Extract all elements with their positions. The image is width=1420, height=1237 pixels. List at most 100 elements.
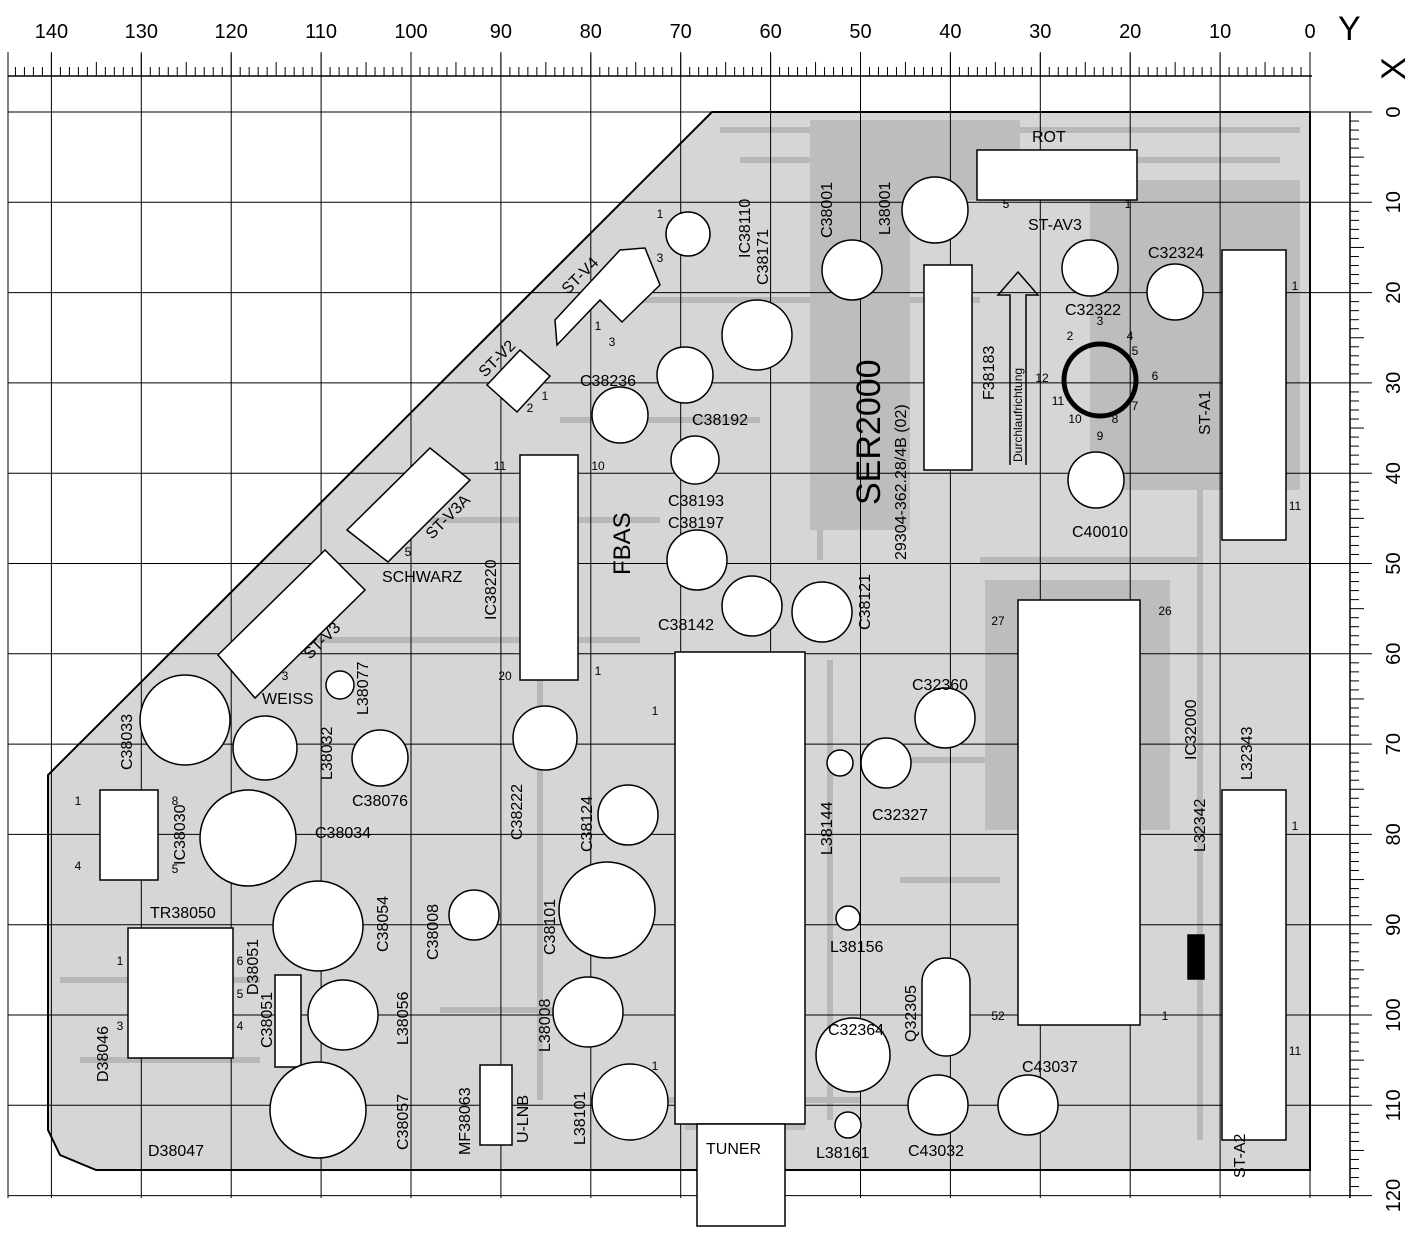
pin-number: 11 bbox=[1052, 394, 1065, 408]
top-tick-label: 70 bbox=[670, 21, 692, 43]
label-l38032: L38032 bbox=[319, 727, 336, 780]
label-c38121: C38121 bbox=[857, 574, 874, 630]
label-d38051: D38051 bbox=[245, 939, 262, 995]
top-tick-label: 90 bbox=[490, 21, 512, 43]
label-c38054: C38054 bbox=[375, 896, 392, 952]
pin-number: 11 bbox=[1289, 1044, 1302, 1058]
pin-number: 4 bbox=[1127, 329, 1134, 343]
pin-number: 12 bbox=[1035, 371, 1049, 385]
right-tick-label: 20 bbox=[1383, 281, 1405, 303]
right-tick-label: 90 bbox=[1383, 914, 1405, 936]
label-c32324: C32324 bbox=[1148, 245, 1204, 262]
label-c38008: C38008 bbox=[425, 904, 442, 960]
pin-number: 5 bbox=[1003, 197, 1010, 211]
connectors bbox=[99, 149, 1287, 1227]
component-circle bbox=[307, 979, 379, 1051]
connector-rot bbox=[976, 149, 1138, 201]
label-ic38220: IC38220 bbox=[483, 559, 500, 620]
pin-number: 6 bbox=[1152, 369, 1159, 383]
component-circle bbox=[272, 880, 364, 972]
component-circle bbox=[835, 905, 861, 931]
label-c38034: C38034 bbox=[315, 825, 371, 842]
label-l38056: L38056 bbox=[395, 992, 412, 1045]
top-tick-label: 120 bbox=[215, 21, 248, 43]
right-tick-label: 40 bbox=[1383, 462, 1405, 484]
label-rot: ROT bbox=[1032, 129, 1066, 146]
x-axis-letter: X bbox=[1375, 57, 1413, 80]
label-c38142: C38142 bbox=[658, 617, 714, 634]
ic-ic38030 bbox=[99, 789, 159, 881]
pin-number: 1 bbox=[1292, 819, 1299, 833]
diode-d38051-body bbox=[274, 974, 302, 1068]
label-l32343: L32343 bbox=[1239, 727, 1256, 780]
component-circle bbox=[1061, 239, 1119, 297]
connector-st-a2 bbox=[1221, 789, 1287, 1141]
pin-number: 10 bbox=[1068, 412, 1082, 426]
pin-number: 1 bbox=[595, 319, 602, 333]
top-tick-label: 0 bbox=[1304, 21, 1315, 43]
pin-number: 4 bbox=[75, 859, 82, 873]
transformer-tr38050 bbox=[127, 927, 234, 1059]
pin-number: 3 bbox=[1097, 314, 1104, 328]
pin-number: 2 bbox=[527, 401, 534, 415]
pin-number: 1 bbox=[75, 794, 82, 808]
label-l32342: L32342 bbox=[1192, 799, 1209, 852]
pin-number: 7 bbox=[1132, 399, 1139, 413]
pin-number: 5 bbox=[405, 545, 412, 559]
label-d38047: D38047 bbox=[148, 1143, 204, 1160]
component-circle bbox=[821, 239, 883, 301]
component-circle bbox=[558, 861, 656, 959]
right-tick-label: 80 bbox=[1383, 823, 1405, 845]
connector-st-v3 bbox=[216, 548, 367, 700]
component-circle bbox=[815, 1017, 891, 1093]
label-c38051: C38051 bbox=[259, 992, 276, 1048]
label-c40010: C40010 bbox=[1072, 524, 1128, 541]
label-ic38030: IC38030 bbox=[172, 804, 189, 865]
label-f38183: F38183 bbox=[981, 346, 998, 400]
board-part-number: 29304-362.28/4B (02) bbox=[893, 404, 910, 560]
component-circle bbox=[512, 705, 578, 771]
pin-number: 20 bbox=[498, 669, 512, 683]
top-tick-label: 80 bbox=[580, 21, 602, 43]
connector-st-v2 bbox=[485, 348, 552, 414]
label-l38161: L38161 bbox=[816, 1145, 869, 1162]
label-l38144: L38144 bbox=[819, 802, 836, 855]
component-circle bbox=[199, 789, 297, 887]
label-c38076: C38076 bbox=[352, 793, 408, 810]
component-circle bbox=[670, 435, 720, 485]
inductor-l32342-body bbox=[1187, 934, 1205, 980]
pin-number: 11 bbox=[1289, 499, 1302, 513]
pin-number: 27 bbox=[991, 614, 1005, 628]
rotary-connector bbox=[1061, 341, 1139, 419]
label-l38008: L38008 bbox=[537, 999, 554, 1052]
component-circle bbox=[721, 299, 793, 371]
component-circle bbox=[656, 346, 714, 404]
top-tick-label: 140 bbox=[35, 21, 68, 43]
label-weiss: WEISS bbox=[262, 691, 314, 708]
label-ic38110: IC38110 bbox=[737, 199, 754, 258]
pin-number: 1 bbox=[652, 704, 659, 718]
label-c38001: C38001 bbox=[819, 182, 836, 238]
pin-number: 1 bbox=[542, 389, 549, 403]
label-c32322: C32322 bbox=[1065, 302, 1121, 319]
pin-number: 1 bbox=[1162, 1009, 1169, 1023]
connector-mf38063 bbox=[479, 1064, 513, 1146]
label-schwarz: SCHWARZ bbox=[382, 569, 463, 586]
component-circle bbox=[721, 575, 783, 637]
tuner-stub bbox=[696, 1123, 786, 1227]
component-circle bbox=[591, 1063, 669, 1141]
pin-number: 11 bbox=[494, 459, 507, 473]
label-c38101: C38101 bbox=[542, 899, 559, 955]
top-tick-label: 20 bbox=[1119, 21, 1141, 43]
component-circle bbox=[269, 1061, 367, 1159]
component-circle bbox=[139, 674, 231, 766]
label-c43037: C43037 bbox=[1022, 1059, 1078, 1076]
component-circle bbox=[666, 529, 728, 591]
right-tick-label: 0 bbox=[1383, 106, 1405, 117]
right-tick-label: 10 bbox=[1383, 191, 1405, 213]
y-axis-letter: Y bbox=[1338, 10, 1361, 48]
board-title: SER2000 bbox=[850, 359, 888, 505]
